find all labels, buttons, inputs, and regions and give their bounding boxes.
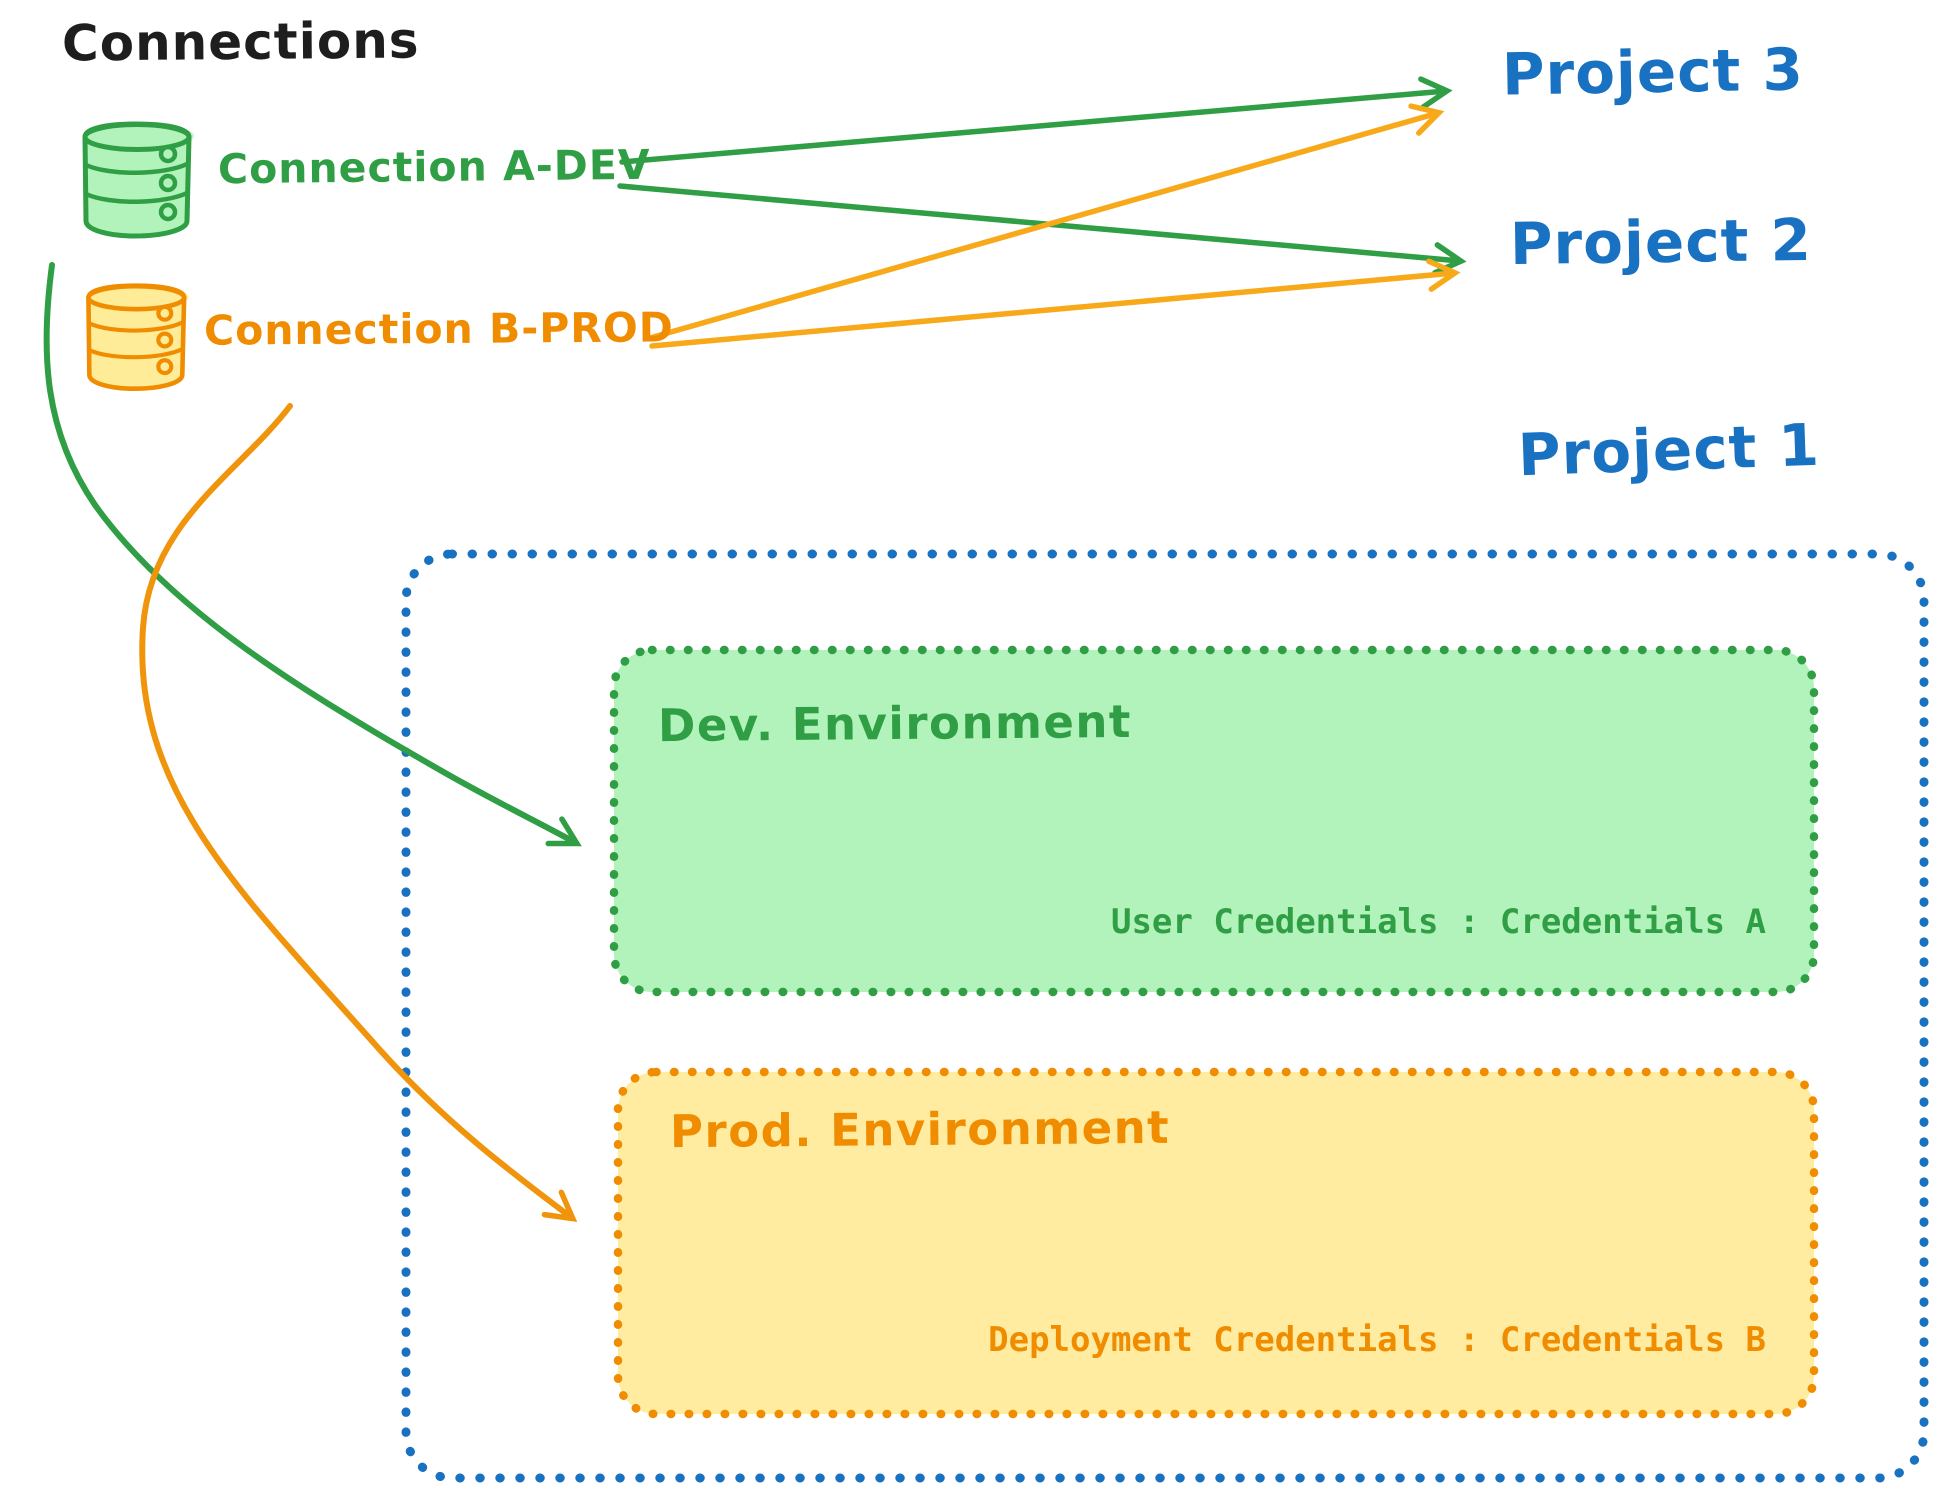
arrow-a-dev-to-project2 xyxy=(617,183,1467,276)
prod-environment-box xyxy=(613,1067,1819,1419)
curved-arrow-a-dev-to-dev-environment xyxy=(43,262,582,847)
project-3-label: Project 3 xyxy=(1501,35,1805,109)
prod-environment-credentials: Deployment Credentials : Credentials B xyxy=(988,1320,1766,1360)
database-icon-b-prod xyxy=(86,283,189,392)
arrow-a-dev-to-project3 xyxy=(619,76,1453,165)
curved-arrow-b-prod-to-prod-environment xyxy=(139,403,578,1223)
dev-environment-credentials: User Credentials : Credentials A xyxy=(1110,902,1766,942)
page-title: Connections xyxy=(61,11,420,73)
connection-b-prod-label: Connection B-PROD xyxy=(203,303,674,355)
prod-environment-title: Prod. Environment xyxy=(669,1100,1171,1159)
database-icon-a-dev xyxy=(82,121,194,239)
project1-box xyxy=(401,549,1929,1483)
arrow-b-prod-to-project2 xyxy=(649,258,1461,349)
connection-a-dev-label: Connection A-DEV xyxy=(217,140,651,194)
arrow-b-prod-to-project3 xyxy=(647,103,1445,341)
dev-environment-title: Dev. Environment xyxy=(657,694,1133,753)
dev-environment-box xyxy=(609,645,1819,997)
project-2-label: Project 2 xyxy=(1509,205,1813,279)
project-1-label: Project 1 xyxy=(1516,410,1821,490)
